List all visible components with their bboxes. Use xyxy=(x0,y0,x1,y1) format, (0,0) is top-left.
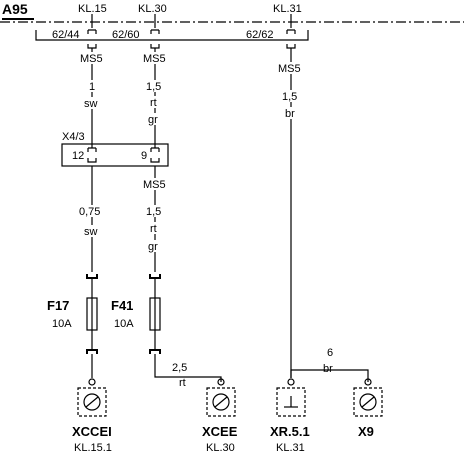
terminal-kl15-label: KL.15 xyxy=(78,3,107,15)
wire-kl30-lower-color1: rt xyxy=(150,223,157,235)
wire-kl15-conn: MS5 xyxy=(80,53,103,65)
component-id-label: A95 xyxy=(2,1,28,17)
top-connector-kl30 xyxy=(150,14,160,49)
label-bg xyxy=(82,225,102,237)
wire-x9-size: 6 xyxy=(327,347,333,359)
fuse-f41-rating: 10A xyxy=(114,318,134,330)
terminal-xccei-sub: KL.15.1 xyxy=(74,442,112,454)
label-bg xyxy=(145,205,165,217)
wire-xcee xyxy=(154,354,222,382)
terminal-xcee-sub: KL.30 xyxy=(206,442,235,454)
top-bus-bracket xyxy=(35,30,309,41)
fuse-f41-symbol xyxy=(149,274,161,354)
wire-x9-color: br xyxy=(323,363,333,375)
connector-x43-pin-symbol-right xyxy=(150,147,160,163)
connector-x43-pin-9: 9 xyxy=(141,150,147,162)
fuse-f17-rating: 10A xyxy=(52,318,72,330)
terminal-xr51-label: XR.5.1 xyxy=(270,424,310,439)
pin-62-44-label: 62/44 xyxy=(52,29,80,41)
label-bg xyxy=(141,52,169,64)
label-bg xyxy=(86,80,98,92)
label-bg xyxy=(147,240,163,252)
label-bg xyxy=(145,80,165,92)
terminal-kl31-label: KL.31 xyxy=(273,3,302,15)
terminal-x9-symbol xyxy=(353,378,383,417)
wire-kl15-size: 1 xyxy=(89,81,95,93)
label-bg xyxy=(283,107,299,119)
terminal-xccei-symbol xyxy=(77,378,107,417)
wire-kl30-lower-size: 1,5 xyxy=(146,206,161,218)
wire-kl31-conn: MS5 xyxy=(278,63,301,75)
fuse-f17-label: F17 xyxy=(47,298,69,313)
wire-kl30-color1: rt xyxy=(150,97,157,109)
terminal-xr51-sub: KL.31 xyxy=(276,442,305,454)
label-bg xyxy=(141,178,169,190)
label-bg xyxy=(78,52,106,64)
terminal-xr51-ground-symbol xyxy=(276,378,306,417)
fuse-f17-symbol xyxy=(86,274,98,378)
connector-x43-label: X4/3 xyxy=(62,131,85,143)
connector-x43-box xyxy=(61,143,169,167)
terminal-kl30-label: KL.30 xyxy=(138,3,167,15)
label-bg xyxy=(147,113,163,125)
wire-xcee-color: rt xyxy=(179,377,186,389)
top-connector-kl31 xyxy=(286,14,296,49)
top-connector-kl15 xyxy=(87,14,97,49)
wire-kl31-color: br xyxy=(285,108,295,120)
wire-kl31-size: 1,5 xyxy=(282,91,297,103)
pin-62-62-label: 62/62 xyxy=(246,29,274,41)
label-bg xyxy=(148,222,162,234)
wire-x9 xyxy=(290,369,369,382)
wire-kl15-color: sw xyxy=(84,98,98,110)
wire-kl30-lower-conn: MS5 xyxy=(143,179,166,191)
label-bg xyxy=(82,97,102,109)
terminal-x9-label: X9 xyxy=(358,424,374,439)
label-bg xyxy=(78,205,108,217)
fuse-f41-label: F41 xyxy=(111,298,133,313)
wire-kl30-color2: gr xyxy=(148,114,158,126)
wire-kl30-size: 1,5 xyxy=(146,81,161,93)
connector-x43-pin-12: 12 xyxy=(72,150,84,162)
terminal-xccei-label: XCCEI xyxy=(72,424,112,439)
wire-kl15-lower-color: sw xyxy=(84,226,98,238)
label-bg xyxy=(277,62,305,74)
wire-kl30-lower-color2: gr xyxy=(148,241,158,253)
wire-kl30-conn: MS5 xyxy=(143,53,166,65)
label-bg xyxy=(148,96,162,108)
terminal-xcee-symbol xyxy=(206,378,236,417)
terminal-xcee-label: XCEE xyxy=(202,424,238,439)
label-bg xyxy=(281,90,301,102)
pin-62-60-label: 62/60 xyxy=(112,29,140,41)
wire-xcee-size: 2,5 xyxy=(172,362,187,374)
wire-kl15-lower-size: 0,75 xyxy=(79,206,100,218)
connector-x43-pin-symbol-left xyxy=(87,147,97,163)
